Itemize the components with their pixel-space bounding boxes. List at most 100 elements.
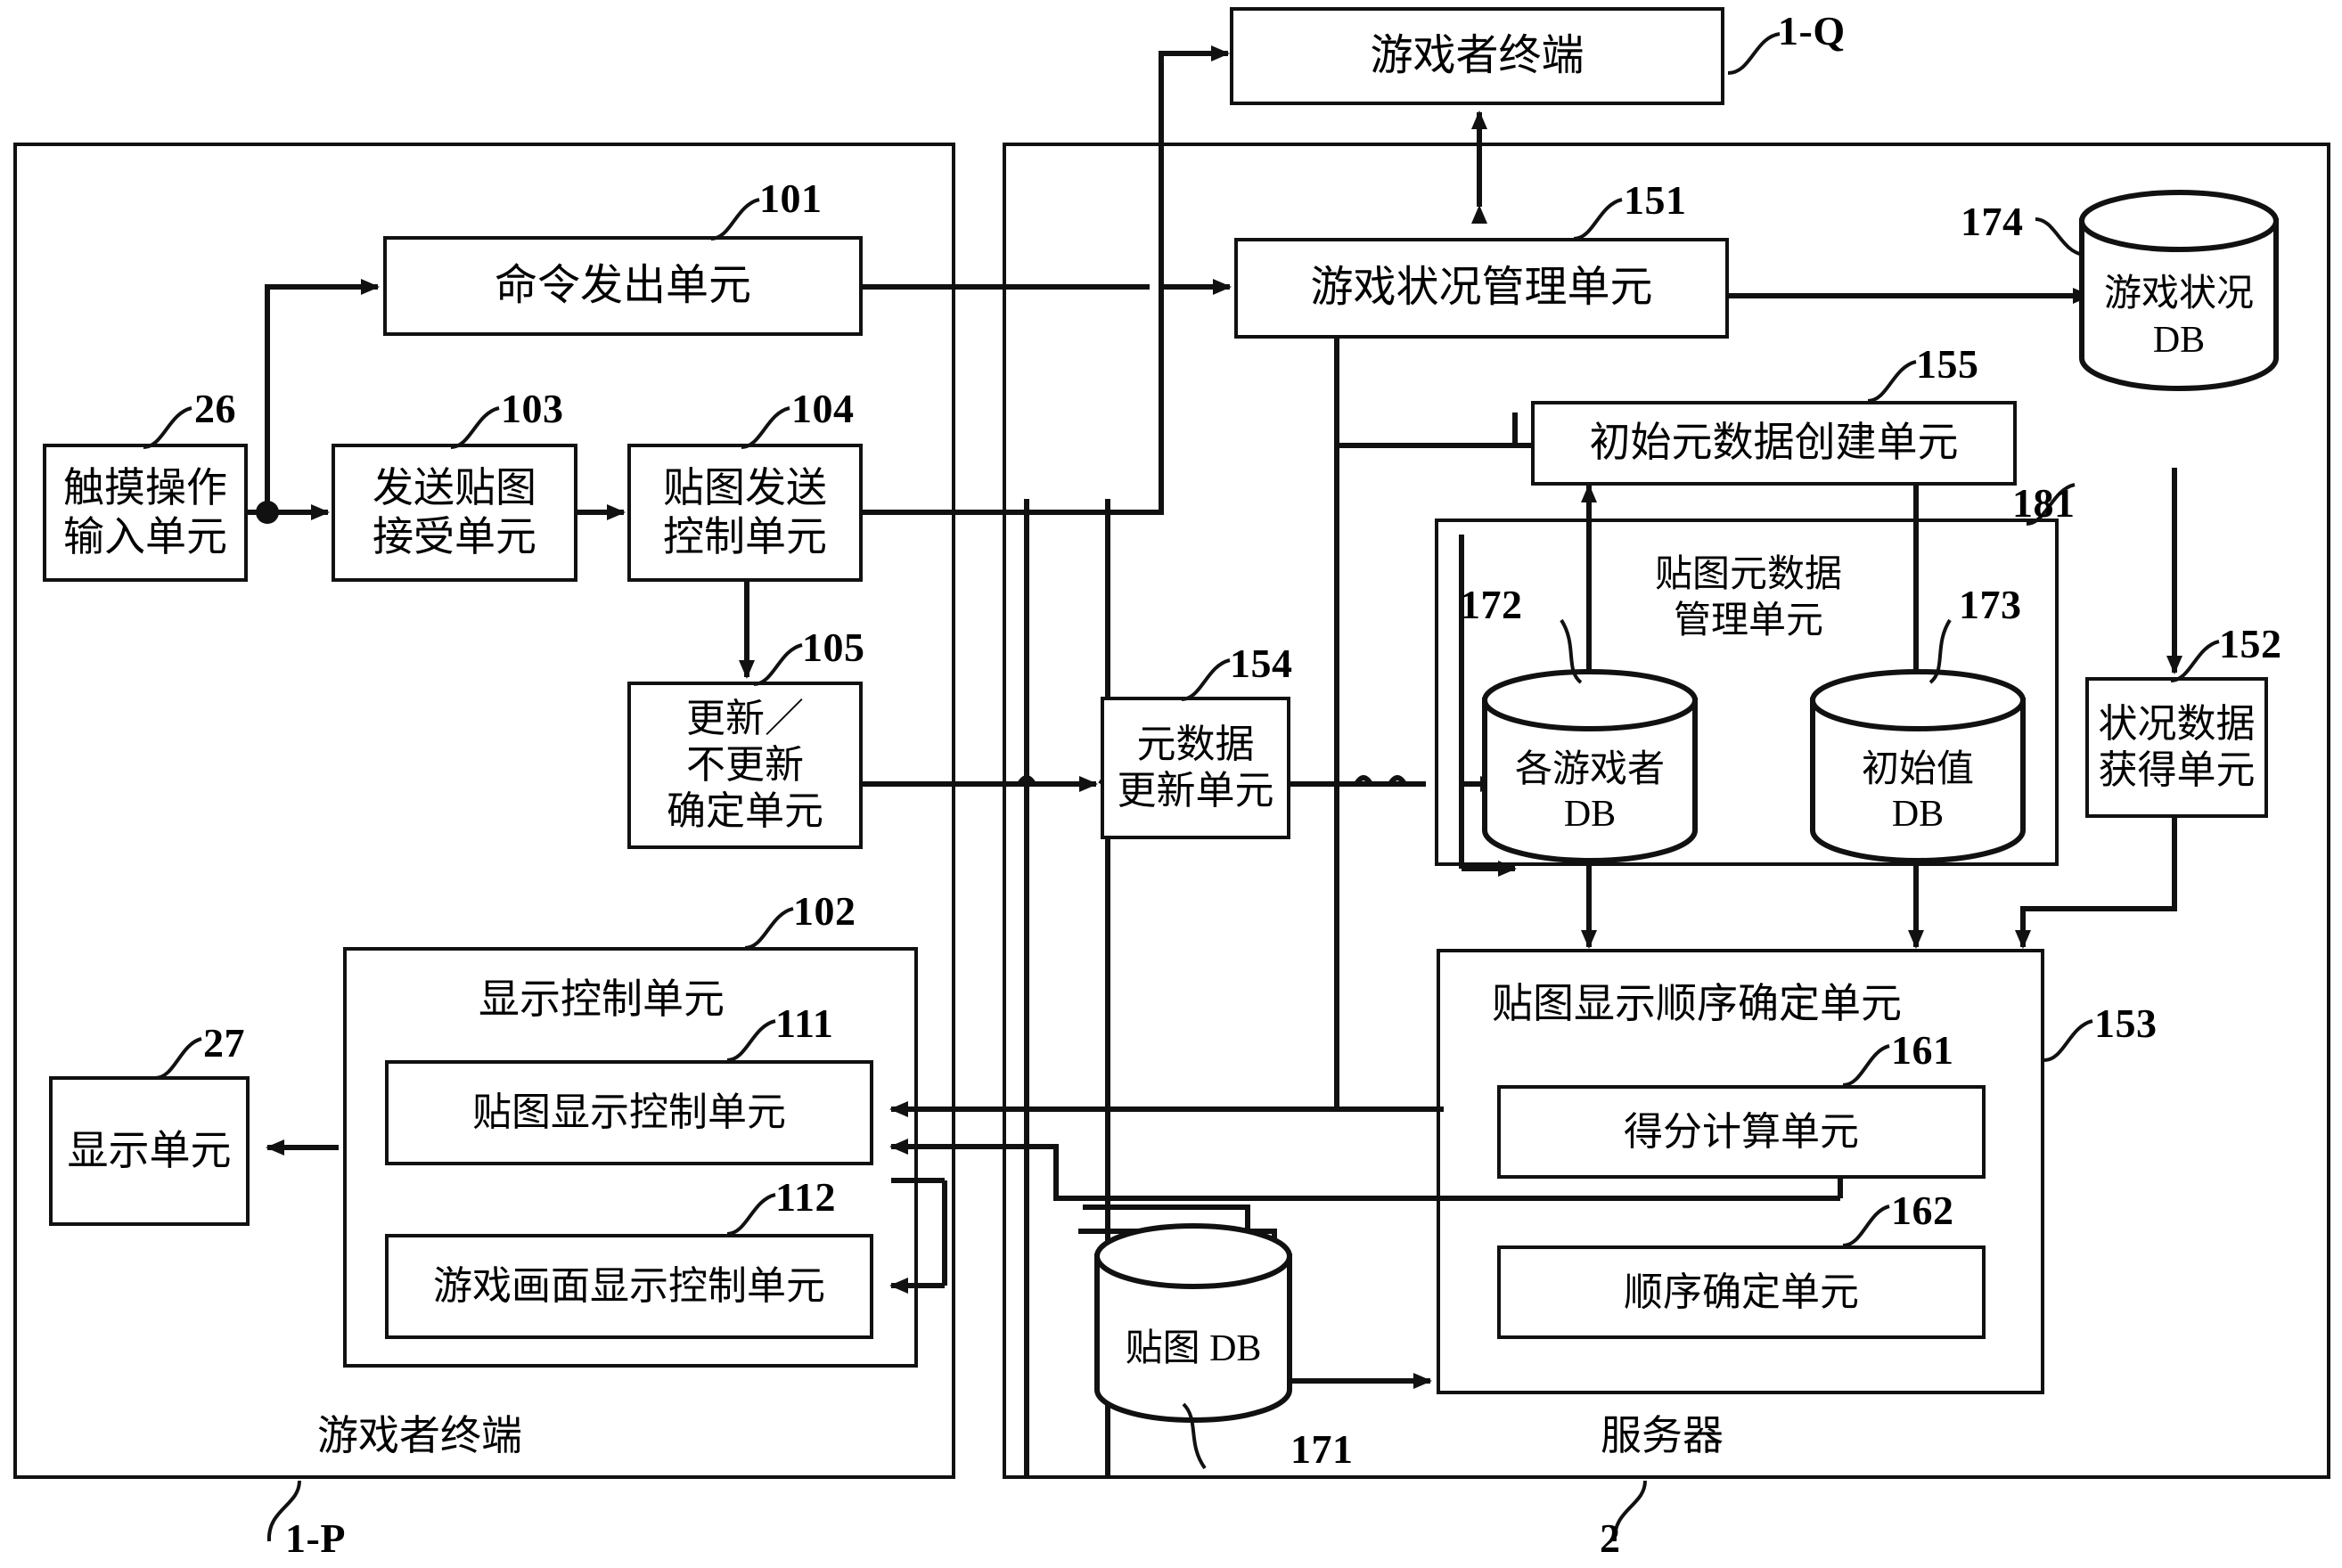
block-order-decide-label: 顺序确定单元 bbox=[1624, 1270, 1859, 1314]
block-initial-metadata-create-label: 初始元数据创建单元 bbox=[1589, 420, 1959, 466]
group-texture-display-order-label: 贴图显示顺序确定单元 bbox=[1492, 981, 1902, 1026]
ref-texture-metadata-manage: 181 bbox=[2012, 480, 2076, 526]
leader-174 bbox=[2035, 217, 2084, 257]
panel-server-caption: 服务器 bbox=[1601, 1413, 1724, 1458]
block-display-unit-label: 显示单元 bbox=[67, 1127, 232, 1173]
block-status-data-acquire[interactable]: 状况数据 获得单元 bbox=[2085, 677, 2268, 818]
leader-103 bbox=[450, 406, 500, 449]
block-update-decide-line1: 更新／ bbox=[686, 697, 804, 741]
block-score-calc-label: 得分计算单元 bbox=[1624, 1109, 1859, 1154]
block-update-decide[interactable]: 更新／ 不更新 确定单元 bbox=[627, 682, 863, 849]
ref-each-player-db: 172 bbox=[1460, 582, 1523, 627]
block-game-screen-display-control-label: 游戏画面显示控制单元 bbox=[433, 1264, 825, 1309]
block-touch-input[interactable]: 触摸操作 输入单元 bbox=[43, 444, 248, 582]
leader-173 bbox=[1928, 618, 1952, 684]
ref-display-unit: 27 bbox=[203, 1020, 245, 1066]
db-initial-value-line2: DB bbox=[1891, 794, 1945, 835]
block-game-status-manage[interactable]: 游戏状况管理单元 bbox=[1234, 238, 1729, 339]
block-status-data-acquire-line1: 状况数据 bbox=[2098, 702, 2256, 747]
ref-initial-metadata-create: 155 bbox=[1916, 341, 1979, 387]
group-texture-metadata-manage bbox=[1435, 519, 2059, 866]
group-display-control-label: 显示控制单元 bbox=[479, 976, 725, 1022]
ref-game-status-manage: 151 bbox=[1624, 177, 1687, 223]
block-touch-input-line2: 输入单元 bbox=[63, 513, 227, 559]
block-texture-send-control[interactable]: 贴图发送 控制单元 bbox=[627, 444, 863, 582]
ref-game-status-db: 174 bbox=[1961, 199, 2024, 244]
leader-154 bbox=[1181, 658, 1231, 701]
leader-153 bbox=[2043, 1019, 2093, 1062]
leader-181 bbox=[2026, 483, 2076, 526]
ref-send-texture-accept: 103 bbox=[501, 386, 564, 431]
panel-server bbox=[1003, 143, 2330, 1479]
block-display-unit[interactable]: 显示单元 bbox=[49, 1076, 250, 1226]
group-texture-metadata-manage-label-1: 贴图元数据 bbox=[1654, 554, 1842, 595]
ref-texture-send-control: 104 bbox=[791, 386, 855, 431]
block-game-status-manage-label: 游戏状况管理单元 bbox=[1310, 264, 1653, 312]
leader-26 bbox=[143, 406, 192, 449]
group-display-control bbox=[343, 947, 918, 1368]
db-game-status-line1: 游戏状况 bbox=[2103, 274, 2254, 314]
block-score-calc[interactable]: 得分计算单元 bbox=[1497, 1085, 1986, 1179]
ref-score-calc: 161 bbox=[1891, 1027, 1954, 1073]
leader-1p bbox=[266, 1480, 301, 1542]
db-game-status[interactable]: 游戏状况 DB bbox=[2076, 187, 2281, 392]
db-game-status-line2: DB bbox=[2152, 320, 2206, 361]
block-texture-display-control-label: 贴图显示控制单元 bbox=[472, 1090, 786, 1135]
block-metadata-update-line1: 元数据 bbox=[1136, 723, 1255, 767]
block-status-data-acquire-line2: 获得单元 bbox=[2098, 748, 2256, 792]
block-metadata-update[interactable]: 元数据 更新单元 bbox=[1101, 697, 1290, 839]
leader-162 bbox=[1842, 1205, 1890, 1247]
db-initial-value[interactable]: 初始值 DB bbox=[1807, 668, 2028, 863]
block-player-terminal-top-label: 游戏者终端 bbox=[1370, 31, 1585, 79]
leader-2 bbox=[1612, 1480, 1647, 1542]
block-order-decide[interactable]: 顺序确定单元 bbox=[1497, 1245, 1986, 1339]
ref-texture-display-order: 153 bbox=[2094, 1000, 2158, 1046]
block-command-issue[interactable]: 命令发出单元 bbox=[383, 236, 863, 336]
ref-texture-display-control: 111 bbox=[775, 1000, 834, 1046]
ref-game-screen-display-control: 112 bbox=[775, 1174, 836, 1220]
leader-161 bbox=[1842, 1044, 1890, 1087]
leader-105 bbox=[753, 643, 803, 686]
block-update-decide-line3: 确定单元 bbox=[667, 788, 823, 833]
leader-172 bbox=[1560, 618, 1583, 684]
ref-initial-value-db: 173 bbox=[1959, 582, 2022, 627]
block-metadata-update-line2: 更新单元 bbox=[1117, 769, 1274, 813]
block-initial-metadata-create[interactable]: 初始元数据创建单元 bbox=[1531, 401, 2017, 486]
ref-player-terminal: 1-P bbox=[285, 1515, 346, 1561]
ref-command-issue: 101 bbox=[759, 176, 823, 221]
db-initial-value-line1: 初始值 bbox=[1861, 749, 1974, 790]
block-game-screen-display-control[interactable]: 游戏画面显示控制单元 bbox=[385, 1234, 873, 1339]
leader-112 bbox=[726, 1193, 776, 1236]
panel-player-terminal bbox=[13, 143, 955, 1479]
leader-151 bbox=[1573, 198, 1623, 241]
ref-server: 2 bbox=[1600, 1515, 1621, 1561]
block-touch-input-line1: 触摸操作 bbox=[63, 465, 227, 511]
block-player-terminal-top[interactable]: 游戏者终端 bbox=[1230, 7, 1724, 105]
group-texture-display-order bbox=[1437, 949, 2044, 1394]
leader-155 bbox=[1867, 360, 1917, 403]
db-texture[interactable]: 贴图 DB bbox=[1092, 1221, 1295, 1424]
block-texture-send-control-line2: 控制单元 bbox=[663, 513, 827, 559]
block-send-texture-accept[interactable]: 发送贴图 接受单元 bbox=[332, 444, 577, 582]
block-send-texture-accept-line1: 发送贴图 bbox=[373, 465, 536, 511]
ref-player-terminal-top: 1-Q bbox=[1778, 8, 1846, 53]
leader-111 bbox=[726, 1019, 776, 1062]
leader-1q bbox=[1727, 32, 1781, 75]
leader-104 bbox=[741, 406, 790, 449]
ref-order-decide: 162 bbox=[1891, 1188, 1954, 1233]
leader-101 bbox=[710, 198, 760, 241]
ref-update-decide: 105 bbox=[802, 625, 865, 670]
ref-display-control: 102 bbox=[793, 888, 856, 934]
ref-metadata-update: 154 bbox=[1230, 641, 1293, 686]
ref-texture-db: 171 bbox=[1290, 1426, 1354, 1472]
block-update-decide-line2: 不更新 bbox=[686, 743, 804, 788]
db-each-player-line1: 各游戏者 bbox=[1514, 749, 1665, 790]
ref-status-data-acquire: 152 bbox=[2219, 621, 2282, 666]
leader-27 bbox=[154, 1037, 202, 1080]
block-texture-display-control[interactable]: 贴图显示控制单元 bbox=[385, 1060, 873, 1165]
ref-touch-input: 26 bbox=[194, 386, 236, 431]
group-texture-metadata-manage-label-2: 管理单元 bbox=[1673, 600, 1823, 641]
db-each-player[interactable]: 各游戏者 DB bbox=[1479, 668, 1700, 863]
leader-171 bbox=[1182, 1402, 1207, 1470]
